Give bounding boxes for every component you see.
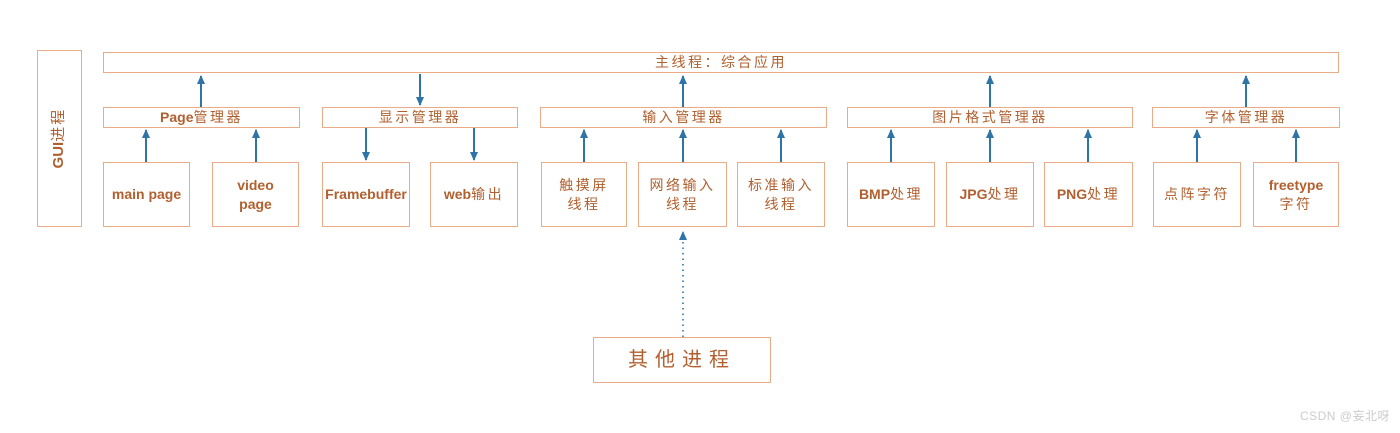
node-display-manager: 显示管理器 — [322, 107, 518, 128]
node-image-format-manager: 图片格式管理器 — [847, 107, 1133, 128]
node-font-manager: 字体管理器 — [1152, 107, 1340, 128]
node-standard-input-thread: 标准输入 线程 — [737, 162, 825, 227]
node-display-manager-label: 显示管理器 — [378, 109, 462, 126]
node-bitmap-font-label: 点阵字符 — [1164, 186, 1230, 203]
node-bmp-handler-label: BMP处理 — [858, 186, 924, 203]
node-input-manager: 输入管理器 — [540, 107, 827, 128]
node-standard-input-thread-label: 标准输入 线程 — [748, 176, 814, 212]
node-bitmap-font: 点阵字符 — [1153, 162, 1241, 227]
node-jpg-handler: JPG处理 — [946, 162, 1034, 227]
watermark: CSDN @妄北呀 — [1299, 409, 1390, 423]
node-touch-screen-thread: 触摸屏 线程 — [541, 162, 627, 227]
node-png-handler: PNG处理 — [1044, 162, 1133, 227]
node-other-process: 其他进程 — [593, 337, 771, 383]
node-main-thread-label: 主线程：综合应用 — [655, 54, 787, 71]
node-web-output: web输出 — [430, 162, 518, 227]
node-framebuffer: Framebuffer — [322, 162, 410, 227]
node-other-process-label: 其他进程 — [628, 348, 736, 371]
node-freetype-font: freetype 字符 — [1253, 162, 1339, 227]
node-image-format-manager-label: 图片格式管理器 — [932, 109, 1048, 126]
node-video-page-label: video page — [237, 176, 274, 212]
node-gui-process: GUI进程 — [37, 50, 82, 227]
node-network-input-thread: 网络输入 线程 — [638, 162, 727, 227]
node-touch-screen-thread-label: 触摸屏 线程 — [559, 176, 609, 212]
node-font-manager-label: 字体管理器 — [1204, 109, 1288, 126]
node-png-handler-label: PNG处理 — [1056, 186, 1121, 203]
node-network-input-thread-label: 网络输入 线程 — [649, 176, 716, 212]
node-jpg-handler-label: JPG处理 — [959, 186, 1021, 203]
node-framebuffer-label: Framebuffer — [325, 186, 407, 203]
node-freetype-font-label: freetype 字符 — [1268, 176, 1324, 212]
node-input-manager-label: 输入管理器 — [642, 109, 725, 126]
node-gui-process-label: GUI进程 — [50, 108, 68, 169]
node-main-page-label: main page — [111, 186, 182, 203]
node-main-page: main page — [103, 162, 190, 227]
node-page-manager-label: Page管理器 — [160, 109, 243, 126]
node-video-page: video page — [212, 162, 299, 227]
node-bmp-handler: BMP处理 — [847, 162, 935, 227]
node-page-manager: Page管理器 — [103, 107, 300, 128]
node-main-thread: 主线程：综合应用 — [103, 52, 1339, 73]
node-web-output-label: web输出 — [443, 186, 505, 203]
